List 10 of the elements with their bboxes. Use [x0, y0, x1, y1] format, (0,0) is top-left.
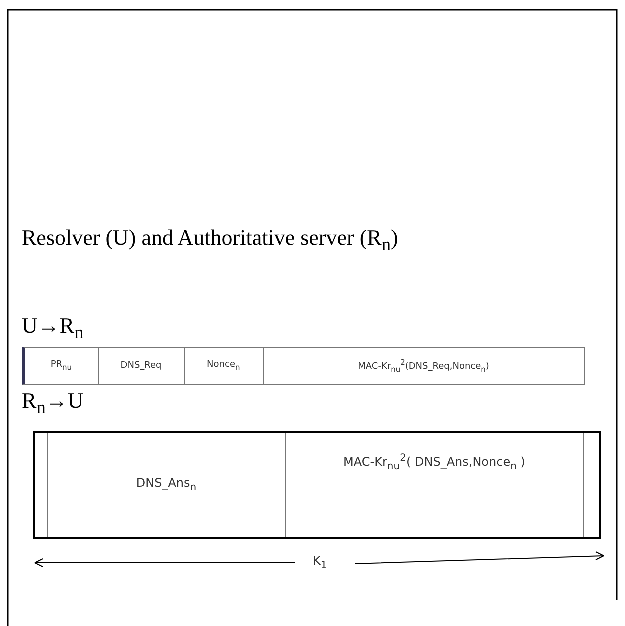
field-label: PR$_{nu}$	[25, 348, 99, 384]
direction-heading: U→R$_{n}$	[22, 313, 84, 344]
field-label: Nonce$_{n}$	[184, 348, 264, 384]
field-label: MAC-Kr$_{nu}$$^{2}$(DNS_Req,Nonce$_{n}$)	[357, 357, 490, 376]
field-label: DNS_Ans$_{n}$	[48, 433, 286, 537]
field-label: DNS_Req	[98, 348, 185, 384]
field-label: MAC-Kr$_{nu}$$^{2}$( DNS_Ans,Nonce$_{n}$ )	[286, 433, 584, 537]
heading: Resolver (U) and Authoritative server (R$_{n}$)	[22, 225, 398, 256]
dimension-label: K$_{1}$	[313, 554, 328, 572]
direction-heading: R$_{n}$→U	[22, 388, 84, 418]
